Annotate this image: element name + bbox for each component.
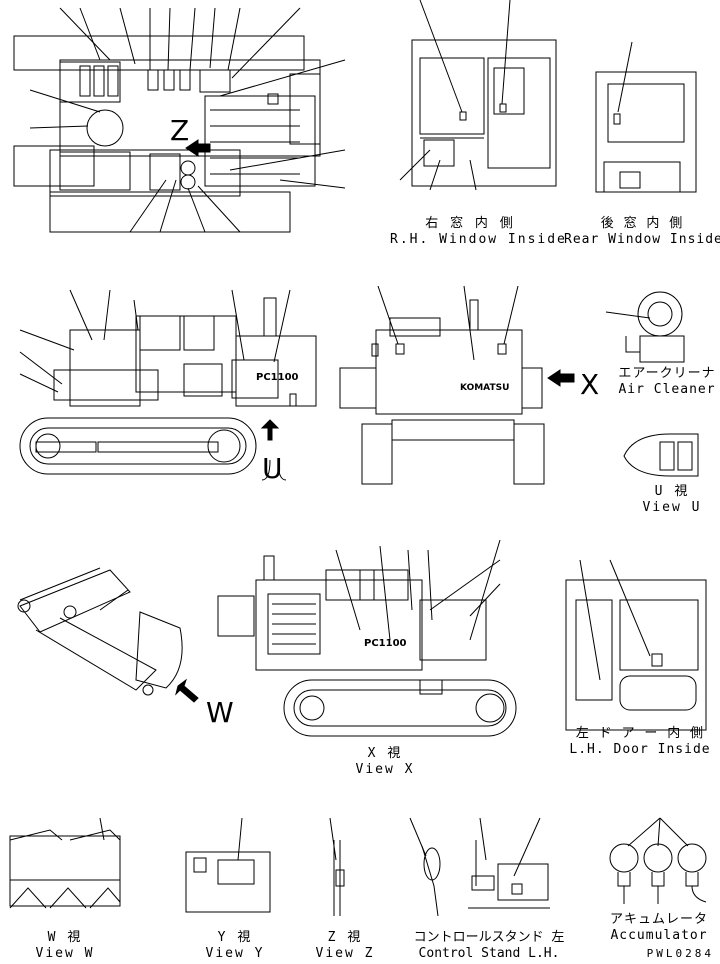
marker-x: X: [580, 368, 600, 401]
view-x-label: X 視 View X: [340, 746, 430, 778]
view-w-detail: [9, 817, 121, 909]
view-w-label-jp: W 視: [47, 930, 83, 945]
marker-z: Z: [170, 114, 190, 147]
view-z-detail: [329, 817, 345, 916]
rear-window-label-en: Rear Window Inside: [564, 232, 720, 247]
rh-window-label-jp: 右 窓 内 側: [425, 216, 515, 231]
air-cleaner-view: [605, 291, 685, 363]
air-cleaner-label-en: Air Cleaner: [618, 382, 716, 397]
view-x-label-jp: X 視: [367, 746, 403, 761]
air-cleaner-label-jp: エアークリーナ: [618, 366, 716, 381]
view-y-label: Y 視 View Y: [190, 930, 280, 962]
rh-window-label-en: R.H. Window Inside: [390, 232, 567, 247]
view-z-label-jp: Z 視: [327, 930, 363, 945]
lh-door-label: 左 ド ア ー 内 側 L.H. Door Inside: [560, 726, 720, 758]
control-stand-label: コントロールスタンド 左 Control Stand L.H.: [404, 930, 574, 962]
view-u-label-en: View U: [642, 500, 702, 515]
accumulator-label: アキュムレータ Accumulator: [604, 912, 714, 944]
rear-view: KOMATSU: [339, 285, 575, 485]
view-u-label-jp: U 視: [654, 484, 690, 499]
view-y-detail: [185, 817, 271, 913]
view-u-label: U 視 View U: [630, 484, 714, 516]
view-x-machine: PC1100: [217, 539, 517, 737]
rear-window-label-jp: 後 窓 内 側: [600, 216, 684, 231]
boom-view: [17, 567, 199, 703]
plan-view: [13, 7, 346, 233]
view-w-label: W 視 View W: [20, 930, 110, 962]
side-view: PC1100: [19, 289, 317, 481]
view-w-label-en: View W: [35, 946, 95, 961]
control-stand-detail: [409, 817, 550, 917]
model-badge-x: PC1100: [364, 638, 407, 649]
marker-u: U: [262, 452, 283, 485]
rear-window-view: [595, 41, 697, 193]
accumulator-label-jp: アキュムレータ: [609, 912, 708, 927]
lh-door-label-en: L.H. Door Inside: [569, 742, 711, 757]
rh-window-view: [399, 0, 557, 191]
view-z-label-en: View Z: [315, 946, 375, 961]
view-y-label-jp: Y 視: [217, 930, 253, 945]
rh-window-label: 右 窓 内 側 R.H. Window Inside: [390, 216, 567, 248]
air-cleaner-label: エアークリーナ Air Cleaner: [614, 366, 720, 398]
lh-door-label-jp: 左 ド ア ー 内 側: [575, 726, 705, 741]
reference-code: PWL0284: [646, 947, 714, 960]
view-u-detail: [623, 433, 699, 477]
accumulator-detail: [609, 817, 707, 904]
model-badge-side: PC1100: [256, 372, 299, 383]
lh-door-view: [565, 559, 707, 731]
marker-w: W: [206, 696, 234, 729]
rear-window-label: 後 窓 内 側 Rear Window Inside: [564, 216, 720, 248]
view-z-label: Z 視 View Z: [300, 930, 390, 962]
control-stand-label-en: Control Stand L.H.: [418, 946, 560, 961]
view-x-label-en: View X: [355, 762, 415, 777]
brand-badge: KOMATSU: [460, 383, 509, 393]
view-y-label-en: View Y: [205, 946, 265, 961]
control-stand-label-jp: コントロールスタンド 左: [413, 930, 565, 945]
accumulator-label-en: Accumulator: [610, 928, 708, 943]
